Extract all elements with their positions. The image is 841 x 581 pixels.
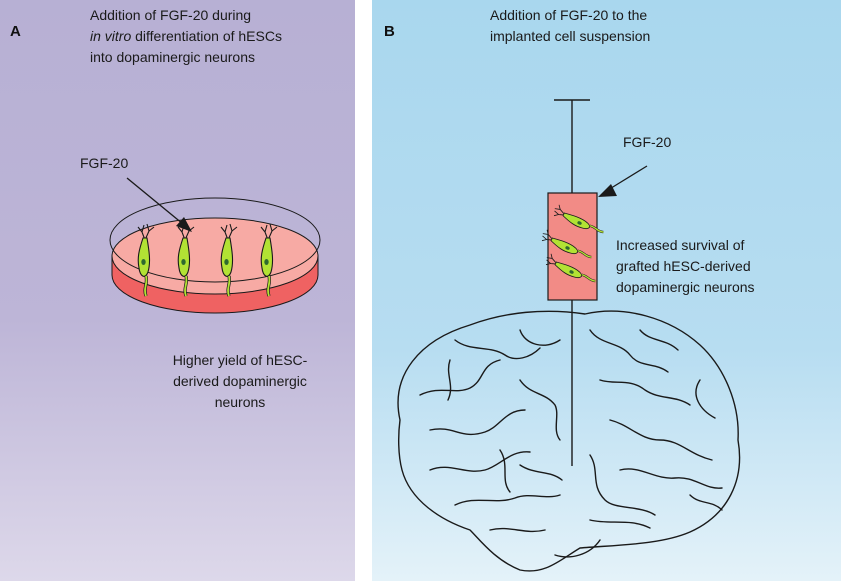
panel-a-heading-line1: Addition of FGF-20 during [90,7,251,23]
panel-a-letter: A [10,23,21,40]
panel-a: A Addition of FGF-20 during in vitro dif… [0,0,355,581]
panel-b-fgf20-label: FGF-20 [623,134,671,150]
panel-a-heading-line2: in vitro differentiation of hESCs [90,28,282,44]
panel-b-result-line1: Increased survival of [616,237,745,253]
panel-b-result-line2: grafted hESC-derived [616,258,751,274]
panel-b-heading-line2: implanted cell suspension [490,28,650,44]
panel-a-result-line3: neurons [215,394,266,410]
panel-b-result-line3: dopaminergic neurons [616,279,755,295]
panel-b-arrow [598,165,648,197]
panel-a-arrow [126,177,192,232]
panel-a-result-line2: derived dopaminergic [173,373,307,389]
panel-b-background [372,0,841,581]
panel-a-heading-rest: differentiation of hESCs [131,28,282,44]
panel-a-heading-italic: in vitro [90,28,131,44]
brain-outline-icon [397,310,741,572]
panel-b: B Addition of FGF-20 to the implanted ce… [372,0,841,581]
panel-a-fgf20-label: FGF-20 [80,155,128,171]
panel-b-letter: B [384,23,395,40]
panel-b-heading-line1: Addition of FGF-20 to the [490,7,647,23]
panel-a-heading-line3: into dopaminergic neurons [90,49,255,65]
panel-a-result-line1: Higher yield of hESC- [173,352,308,368]
